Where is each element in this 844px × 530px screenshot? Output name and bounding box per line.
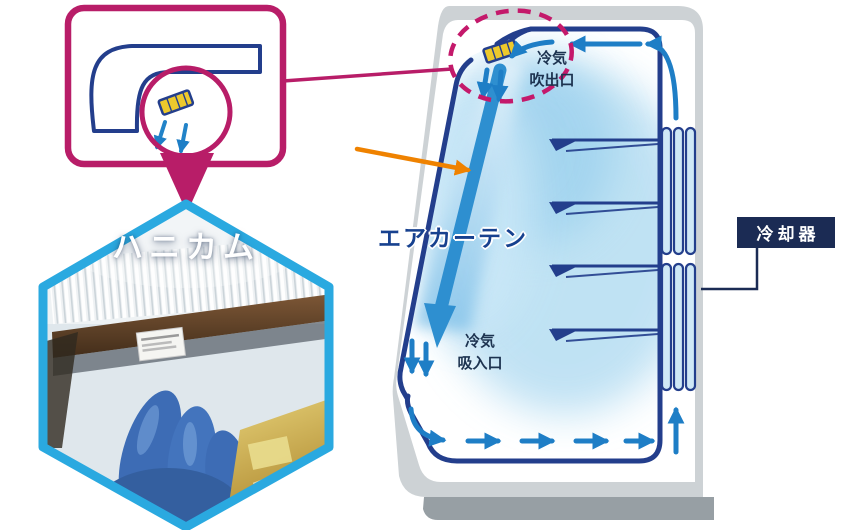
airflow-arrows [403, 35, 685, 455]
showcase-diagram [392, 6, 759, 520]
photo-label-sticker [135, 326, 186, 362]
inset-air-arrows [153, 120, 190, 154]
outlet-label-line2: 吹出口 [529, 71, 575, 89]
inset-connector-line [282, 67, 453, 83]
cooler-connector-line [701, 248, 759, 291]
case-base [423, 497, 714, 520]
air-curtain-label: エアカーテン [378, 225, 528, 251]
airflow-arrow [153, 120, 167, 150]
hexagon-border [38, 199, 334, 530]
intake-label-line2: 吸入口 [457, 354, 503, 372]
outlet-label: 冷気 吹出口 [516, 48, 588, 92]
shelf [549, 201, 659, 215]
pointer-triangle-icon [160, 153, 214, 213]
shelf [549, 328, 659, 342]
hexagon-label: ハニカム [112, 230, 260, 265]
dashed-highlight-circle-icon [448, 8, 574, 104]
outlet-label-line1: 冷気 [536, 50, 567, 67]
airflow-arrow [476, 67, 494, 100]
airflow-arrow [509, 39, 555, 59]
cooler-coils [660, 126, 697, 392]
inset-detail [64, 4, 453, 213]
orange-pointer-arrow-icon [354, 146, 472, 176]
airflow-arrow [491, 69, 509, 103]
intake-label: 冷気 吸入口 [444, 331, 516, 375]
shelf [549, 138, 659, 152]
airflow-arrow [176, 123, 190, 154]
airflow-arrow [408, 406, 447, 447]
cooler-label: 冷却器 [737, 217, 835, 248]
inset-canopy-outline [89, 44, 262, 133]
inset-honeycomb [157, 89, 195, 116]
shelves [549, 138, 659, 342]
intake-label-line1: 冷気 [464, 333, 495, 350]
shelf [549, 264, 659, 278]
airflow-arrow [644, 35, 679, 121]
